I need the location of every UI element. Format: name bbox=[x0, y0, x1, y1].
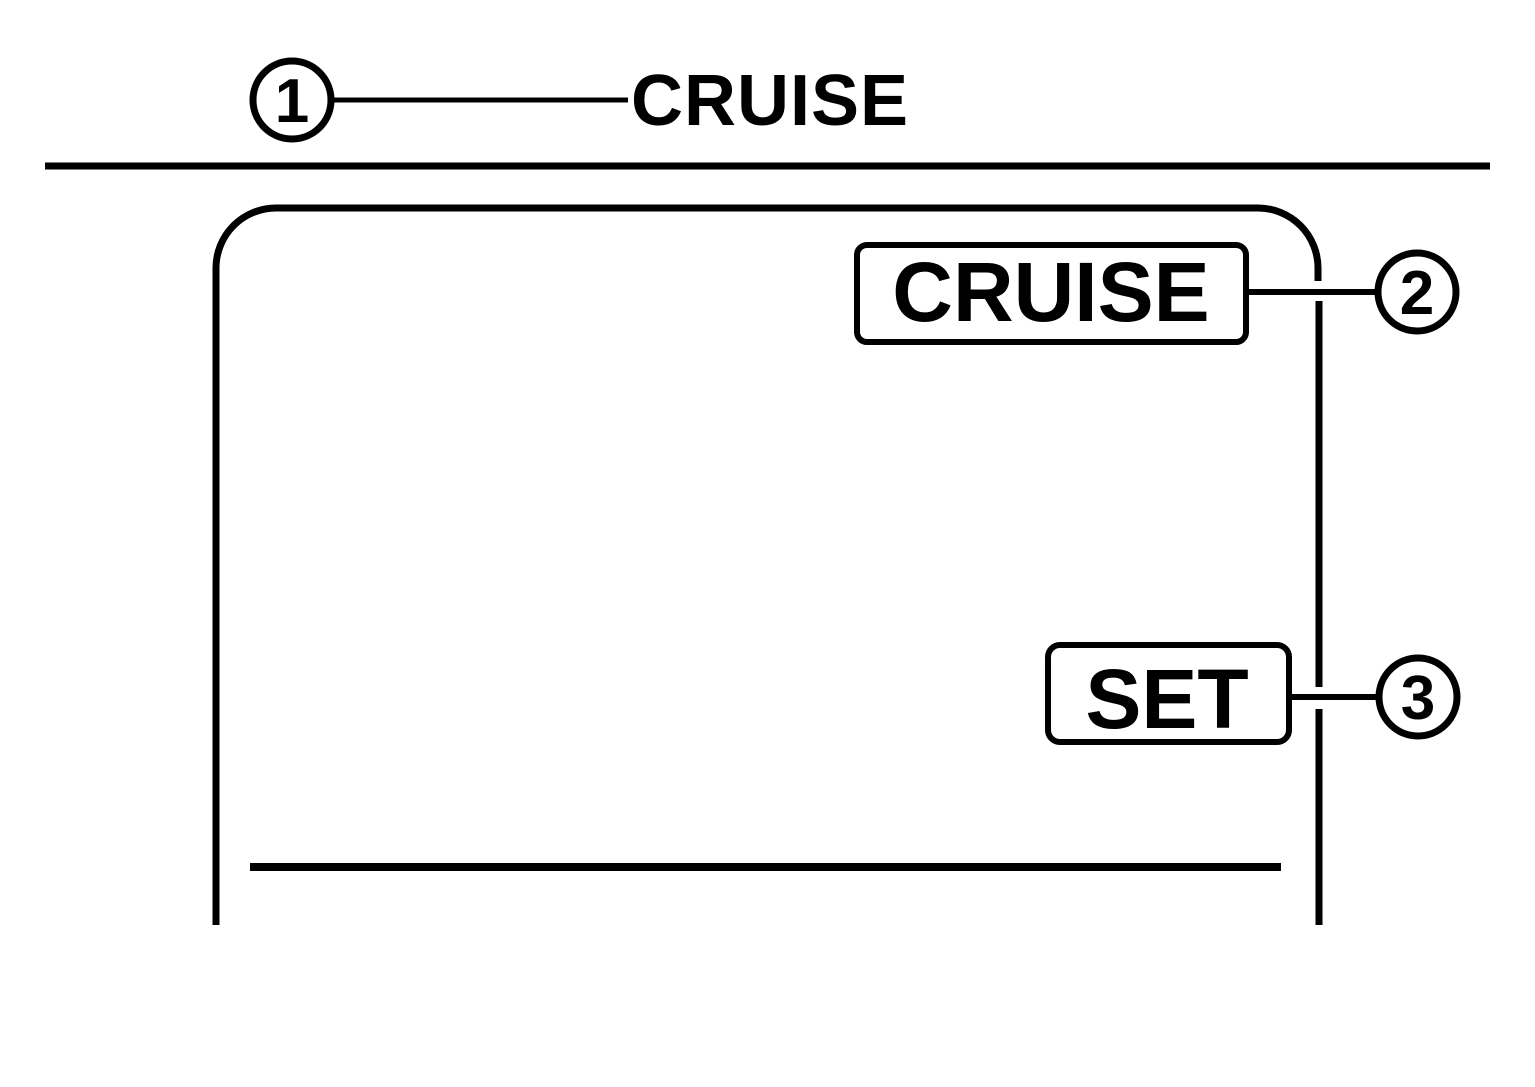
callout-marker-3 bbox=[1375, 654, 1461, 740]
indicator-label-set: SET bbox=[1085, 652, 1248, 746]
callout-marker-2 bbox=[1374, 249, 1460, 335]
page-title: CRUISE bbox=[631, 61, 909, 141]
display-panel-outline-left bbox=[212, 204, 1258, 925]
callout-number-2: 2 bbox=[1400, 259, 1434, 328]
callout-number-3: 3 bbox=[1401, 664, 1435, 733]
display-panel-outline-corner-right bbox=[1257, 204, 1322, 281]
indicator-box-set[interactable] bbox=[1045, 642, 1292, 745]
indicator-label-cruise: CRUISE bbox=[892, 245, 1209, 339]
callout-number-1: 1 bbox=[275, 67, 309, 136]
callout-marker-1 bbox=[249, 57, 335, 143]
